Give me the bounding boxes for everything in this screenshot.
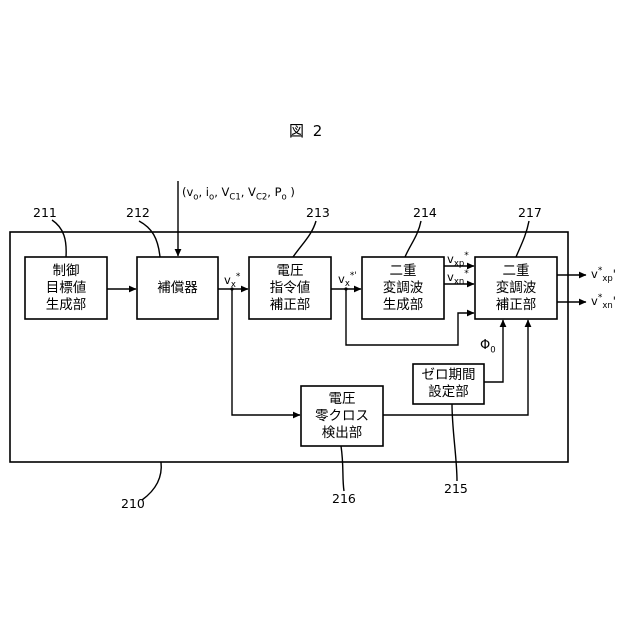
input-i: , i [199,185,210,199]
ref-215: 215 [444,482,468,496]
block-215-line-2: 設定部 [428,384,469,401]
block-213-line-2: 指令値 [270,280,311,297]
block-211-line-3: 生成部 [46,297,87,314]
output-vxp-prime: v*xp' [591,265,616,286]
block-214-dual-modulation-generator: 二重 変調波 生成部 [362,257,444,319]
input-vc2-sub: C2 [256,192,267,202]
block-211-line-2: 目標値 [46,280,87,297]
signal-vx-star-prime: vx*' [338,270,357,291]
ref-212: 212 [126,206,150,220]
block-217-line-2: 変調波 [496,280,537,297]
ref-211: 211 [33,206,57,220]
block-213-line-3: 補正部 [270,297,311,314]
input-p: , P [267,185,281,199]
block-214-line-1: 二重 [390,263,417,280]
input-vc2: , V [241,185,256,199]
output-vxn-prime: v*xn' [591,292,616,313]
block-217-line-1: 二重 [503,263,530,280]
block-215-zero-period-setter: ゼロ期間 設定部 [413,364,484,404]
leader-212 [139,221,160,257]
ref-216: 216 [332,492,356,506]
block-214-line-2: 変調波 [383,280,424,297]
ref-213: 213 [306,206,330,220]
signal-vx-star: vx* [224,271,240,292]
input-vc1-sub: C1 [229,192,240,202]
ref-217: 217 [518,206,542,220]
ref-210: 210 [121,497,145,511]
leader-211 [52,220,66,257]
block-216-line-3: 検出部 [322,425,363,442]
figure-title: 図 2 [289,120,324,141]
input-close: ) [287,185,295,199]
block-216-line-2: 零クロス [315,408,369,425]
leader-217 [516,221,529,257]
block-217-line-3: 補正部 [496,297,537,314]
block-217-dual-modulation-corrector: 二重 変調波 補正部 [475,257,557,319]
leader-214 [405,221,421,257]
block-216-voltage-zero-cross-detector: 電圧 零クロス 検出部 [301,386,383,446]
signal-vxn-star: vxn* [447,268,469,289]
leader-210 [142,462,161,500]
block-213-voltage-command-corrector: 電圧 指令値 補正部 [249,257,331,319]
leader-213 [293,221,316,257]
block-212-line-1: 補償器 [157,280,198,297]
block-214-line-3: 生成部 [383,297,424,314]
block-211-line-1: 制御 [53,263,80,280]
ref-214: 214 [413,206,437,220]
signal-phi0: Φ0 [480,339,496,358]
input-vc1: , V [214,185,229,199]
block-216-line-1: 電圧 [329,391,356,408]
block-211-control-target-generator: 制御 目標値 生成部 [25,257,107,319]
input-signals-label: (vo, io, VC1, VC2, Po ) [182,186,295,204]
block-212-compensator: 補償器 [137,257,218,319]
input-open: (v [182,185,193,199]
block-215-line-1: ゼロ期間 [422,367,476,384]
block-213-line-1: 電圧 [277,263,304,280]
leader-216 [341,446,344,491]
